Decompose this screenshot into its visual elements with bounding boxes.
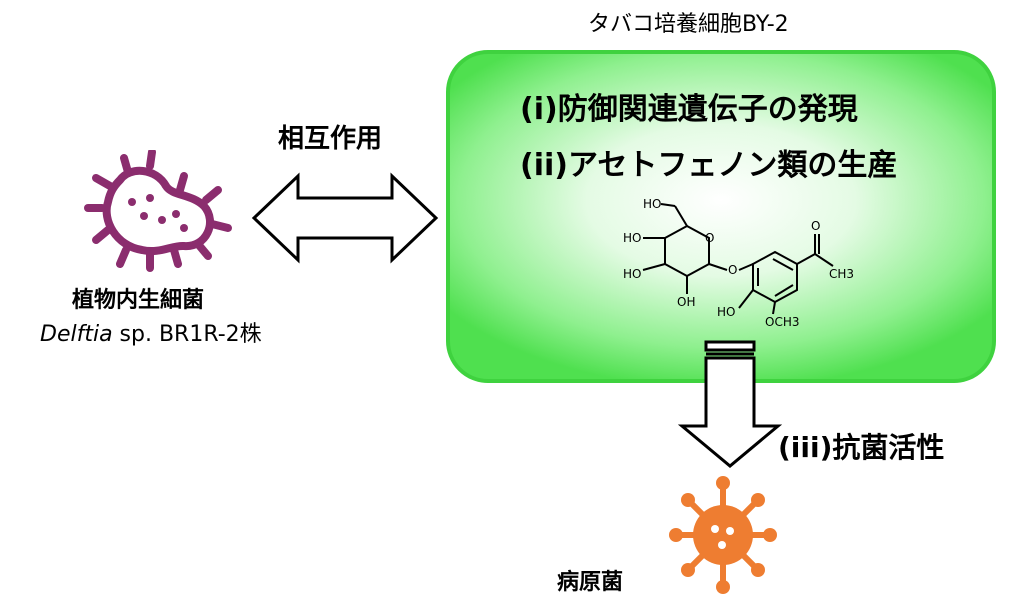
mol-label-ch3: CH3 xyxy=(829,267,854,281)
effect-line-1: (i)防御関連遺伝子の発現 xyxy=(520,92,858,127)
strain-rest: sp. BR1R-2株 xyxy=(112,322,262,347)
cell-title: タバコ培養細胞BY-2 xyxy=(588,12,789,37)
pathogen-name: 病原菌 xyxy=(557,570,624,595)
bacterium-icon xyxy=(84,150,232,272)
activity-label: (iii)抗菌活性 xyxy=(778,431,945,464)
mol-label-oh4: OH xyxy=(677,295,695,309)
mol-label-oh1: HO xyxy=(643,197,661,211)
mol-label-oh6: HO xyxy=(717,305,735,319)
acetophenone-glycoside-structure: HO HO HO OH O O O CH3 HO OCH3 xyxy=(623,197,854,329)
double-arrow-icon xyxy=(251,172,439,264)
pathogen-icon xyxy=(669,476,777,594)
effect-line-2: (ii)アセトフェノン類の生産 xyxy=(520,148,898,183)
endophyte-name: 植物内生細菌 xyxy=(72,288,205,313)
interaction-label: 相互作用 xyxy=(278,124,383,154)
mol-label-och3: OCH3 xyxy=(765,315,799,329)
cell-box xyxy=(446,50,996,383)
genus-name: Delftia xyxy=(40,322,113,347)
endophyte-strain: Delftia sp. BR1R-2株 xyxy=(40,316,262,348)
mol-label-oh2: HO xyxy=(623,231,641,245)
mol-label-carbonyl-o: O xyxy=(811,219,820,233)
mol-label-link-o: O xyxy=(728,263,737,277)
down-arrow-icon xyxy=(678,340,782,468)
mol-label-ring-o: O xyxy=(705,231,714,245)
mol-label-oh3: HO xyxy=(623,267,641,281)
